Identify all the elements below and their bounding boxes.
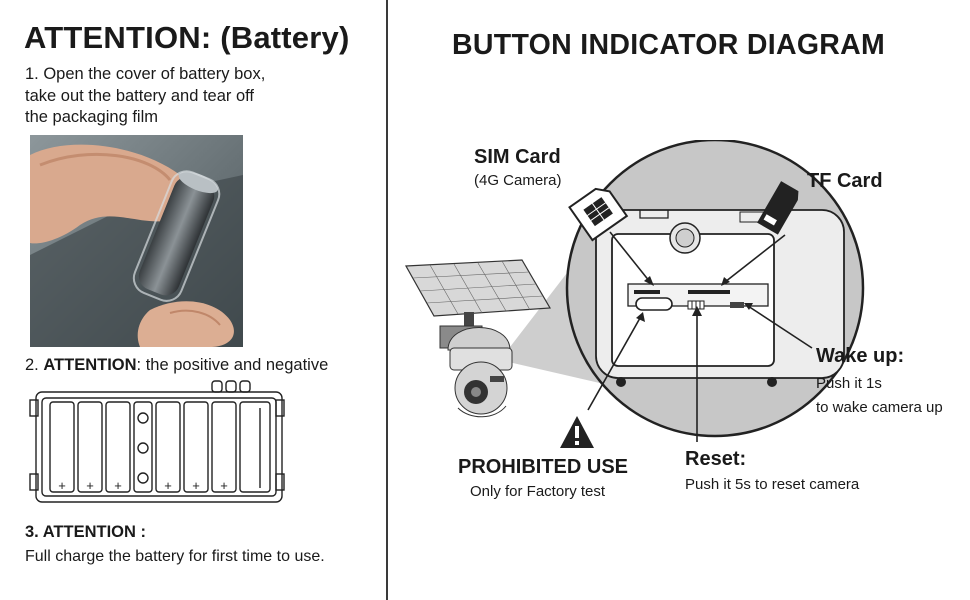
battery-attention-heading: ATTENTION: (Battery)	[24, 20, 350, 55]
step-1-line: 1. Open the cover of battery box,	[25, 65, 266, 83]
step-2-instructions: 2. ATTENTION: the positive and negative	[25, 356, 328, 375]
step-1-line: take out the battery and tear off	[25, 86, 255, 105]
prohibited-use-sublabel: Only for Factory test	[470, 483, 606, 500]
reset-label: Reset:	[685, 448, 747, 470]
step-3-text: Full charge the battery for first time t…	[25, 548, 325, 565]
reset-sublabel: Push it 5s to reset camera	[685, 476, 860, 493]
camera-panel-illustration	[405, 138, 865, 442]
positive-mark-2: +	[86, 478, 94, 493]
wake-up-line-2: to wake camera up	[816, 399, 943, 416]
sim-card-icon	[568, 187, 629, 242]
positive-mark-4: +	[164, 478, 172, 493]
step-3-heading: 3. ATTENTION :	[25, 523, 146, 541]
sim-card-label: SIM Card	[474, 146, 561, 168]
battery-box-diagram: + + + + + +	[28, 378, 288, 506]
ptz-camera-icon	[439, 325, 513, 418]
positive-mark-5: +	[192, 478, 200, 493]
tf-card-icon	[757, 181, 799, 235]
column-divider	[386, 0, 388, 600]
tf-card-label: TF Card	[807, 170, 883, 192]
button-diagram-heading: BUTTON INDICATOR DIAGRAM	[452, 29, 886, 61]
prohibited-use-label: PROHIBITED USE	[458, 456, 629, 478]
step-2-number: 2.	[25, 356, 44, 374]
step-2-text: : the positive and negative	[136, 356, 329, 374]
camera-button-diagram	[400, 138, 970, 460]
warning-icon	[558, 414, 596, 450]
step-1-instructions: 1. Open the cover of battery box, take o…	[25, 64, 265, 129]
battery-polarity-illustration: + + + + + +	[29, 380, 285, 503]
step-2-attention-label: ATTENTION	[43, 356, 137, 374]
positive-mark-3: +	[114, 478, 122, 493]
wake-up-line-1: Push it 1s	[816, 375, 882, 392]
positive-mark-6: +	[220, 478, 228, 493]
solar-panel-icon	[405, 259, 552, 332]
sim-card-sublabel: (4G Camera)	[474, 172, 562, 189]
battery-unwrap-photo	[30, 135, 243, 347]
wake-up-label: Wake up:	[816, 345, 905, 367]
step-1-line: the packaging film	[25, 108, 158, 126]
positive-mark-1: +	[58, 478, 66, 493]
hand-holding-battery-illustration	[30, 135, 243, 347]
